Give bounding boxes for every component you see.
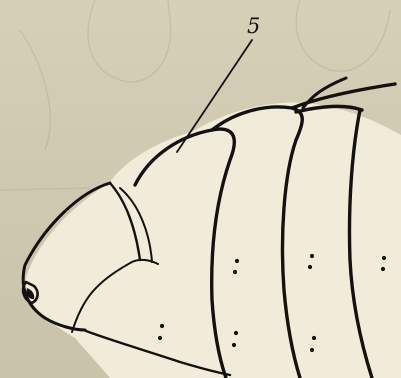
spiracle-dot <box>312 336 316 340</box>
figure-label-5: 5 <box>247 14 260 38</box>
spiracle-dot <box>235 259 239 263</box>
spiracle-dot <box>381 267 385 271</box>
spiracle-dot <box>382 256 386 260</box>
spiracle-dot <box>310 254 314 258</box>
spiracle-dot <box>310 348 314 352</box>
spiracle-dot <box>233 270 237 274</box>
spiracle-dot <box>160 324 164 328</box>
spiracle-dot <box>308 265 312 269</box>
spiracle-dot <box>158 336 162 340</box>
spiracle-dot <box>232 343 236 347</box>
larva-body <box>23 78 401 378</box>
spiracle-dot <box>234 331 238 335</box>
